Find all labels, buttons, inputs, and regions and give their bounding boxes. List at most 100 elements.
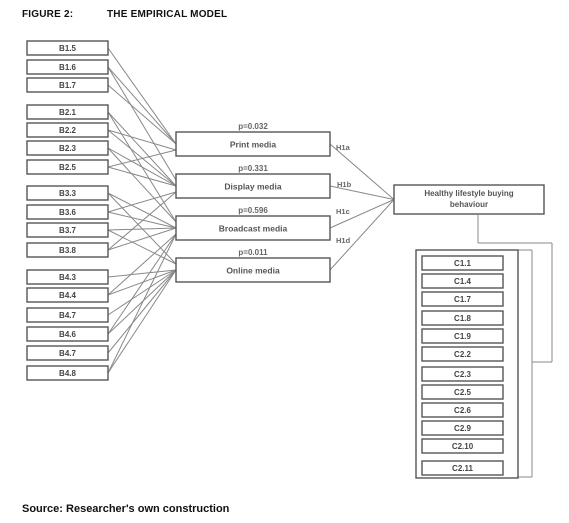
indicator-label: B1.6: [59, 63, 76, 72]
indicator-box: [26, 159, 109, 175]
outcome-indicator-label: C2.11: [452, 464, 473, 473]
path-line: [107, 191, 177, 213]
outcome-indicator-box: [421, 328, 504, 344]
path-arrow: [329, 143, 395, 200]
path-line: [107, 192, 177, 229]
mediator-box: [175, 257, 331, 283]
hypothesis-label: H1a: [336, 143, 351, 152]
path-line: [107, 66, 177, 145]
hypothesis-label: H1c: [336, 207, 350, 216]
outcome-indicator-label: C2.3: [454, 370, 471, 379]
indicator-label: B4.3: [59, 273, 76, 282]
path-line: [107, 269, 177, 316]
path-line: [107, 227, 177, 231]
indicator-box: [26, 77, 109, 93]
path-line: [107, 269, 177, 335]
outcome-label-line1: Healthy lifestyle buying: [424, 189, 513, 198]
indicator-label: B2.2: [59, 126, 76, 135]
indicator-group-frame: [415, 249, 519, 479]
outcome-label-line2: behaviour: [450, 200, 488, 209]
indicator-label: B2.3: [59, 144, 76, 153]
path-line: [107, 84, 177, 145]
path-line: [107, 191, 177, 251]
indicator-box: [26, 40, 109, 56]
outcome-indicator-label: C1.7: [454, 295, 471, 304]
indicator-label: B3.6: [59, 208, 76, 217]
mediator-label: Online media: [226, 265, 280, 275]
outcome-indicator-label: C1.8: [454, 314, 471, 323]
figure-title: THE EMPIRICAL MODEL: [107, 9, 228, 20]
outcome-indicator-box: [421, 460, 504, 476]
mediator-box: [175, 131, 331, 157]
indicator-box: [26, 287, 109, 303]
p-value: p=0.032: [238, 122, 268, 131]
path-line: [107, 269, 177, 296]
indicator-box: [26, 185, 109, 201]
outcome-indicator-label: C2.5: [454, 388, 471, 397]
path-arrow: [329, 185, 395, 200]
indicator-label: B4.7: [59, 349, 76, 358]
indicator-box: [26, 104, 109, 120]
hypothesis-label: H1b: [337, 180, 352, 189]
indicator-label: B4.7: [59, 311, 76, 320]
outcome-indicator-box: [421, 273, 504, 289]
path-line: [107, 147, 177, 223]
indicator-label: B1.7: [59, 81, 76, 90]
path-line: [107, 269, 177, 374]
path-line: [107, 211, 177, 229]
indicator-box: [26, 345, 109, 361]
outcome-indicator-label: C2.2: [454, 350, 471, 359]
outcome-indicator-box: [421, 310, 504, 326]
indicator-label: B3.3: [59, 189, 76, 198]
outcome-indicator-box: [421, 346, 504, 362]
outcome-indicator-box: [421, 255, 504, 271]
mediator-label: Broadcast media: [219, 223, 288, 233]
indicator-label: B2.1: [59, 108, 76, 117]
outcome-indicator-label: C1.9: [454, 332, 471, 341]
indicator-box: [26, 365, 109, 381]
outcome-indicator-label: C2.10: [452, 442, 474, 451]
path-line: [107, 149, 177, 168]
mediator-label: Print media: [230, 139, 277, 149]
source-note: Source: Researcher's own construction: [22, 503, 230, 515]
path-line: [107, 269, 177, 278]
mediator-box: [175, 173, 331, 199]
indicator-box: [26, 222, 109, 238]
path-line: [107, 129, 177, 151]
outcome-indicator-label: C2.6: [454, 406, 471, 415]
indicator-label: B2.5: [59, 163, 76, 172]
p-value: p=0.011: [238, 248, 268, 257]
path-arrow: [329, 199, 395, 271]
outcome-indicator-box: [421, 366, 504, 382]
outcome-indicator-label: C1.4: [454, 277, 471, 286]
p-value: p=0.331: [238, 164, 268, 173]
indicator-label: B3.8: [59, 246, 76, 255]
indicator-box: [26, 140, 109, 156]
mediator-box: [175, 215, 331, 241]
path-line: [107, 233, 177, 296]
indicator-box: [26, 269, 109, 285]
indicator-label: B3.7: [59, 226, 76, 235]
figure-label: FIGURE 2:: [22, 9, 74, 20]
path-line: [107, 66, 177, 181]
indicator-box: [26, 122, 109, 138]
outcome-indicator-box: [421, 438, 504, 454]
path-arrow: [329, 199, 395, 229]
outcome-indicator-label: C1.1: [454, 259, 471, 268]
mediator-label: Display media: [224, 181, 281, 191]
indicator-box: [26, 204, 109, 220]
path-line: [107, 233, 177, 335]
path-line: [107, 47, 177, 145]
outcome-indicator-label: C2.9: [454, 424, 471, 433]
path-line: [107, 269, 177, 354]
path-line: [107, 229, 177, 265]
indicator-box: [26, 59, 109, 75]
outcome-indicator-box: [421, 420, 504, 436]
p-value: p=0.596: [238, 206, 268, 215]
indicator-label: B4.6: [59, 330, 76, 339]
outcome-box: [393, 184, 545, 215]
indicator-label: B4.4: [59, 291, 76, 300]
outcome-indicator-box: [421, 384, 504, 400]
path-line: [107, 166, 177, 187]
